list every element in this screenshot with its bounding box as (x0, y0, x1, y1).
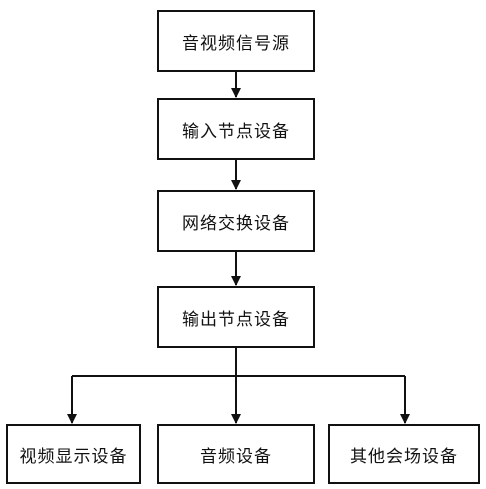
node-network-switch-device: 网络交换设备 (157, 190, 315, 252)
node-audio-device: 音频设备 (157, 424, 315, 484)
node-input-device: 输入节点设备 (157, 98, 315, 160)
node-output-device: 输出节点设备 (157, 286, 315, 348)
node-video-display-device: 视频显示设备 (6, 424, 141, 484)
node-av-signal-source: 音视频信号源 (157, 10, 315, 72)
node-other-venue-device: 其他会场设备 (328, 424, 480, 484)
